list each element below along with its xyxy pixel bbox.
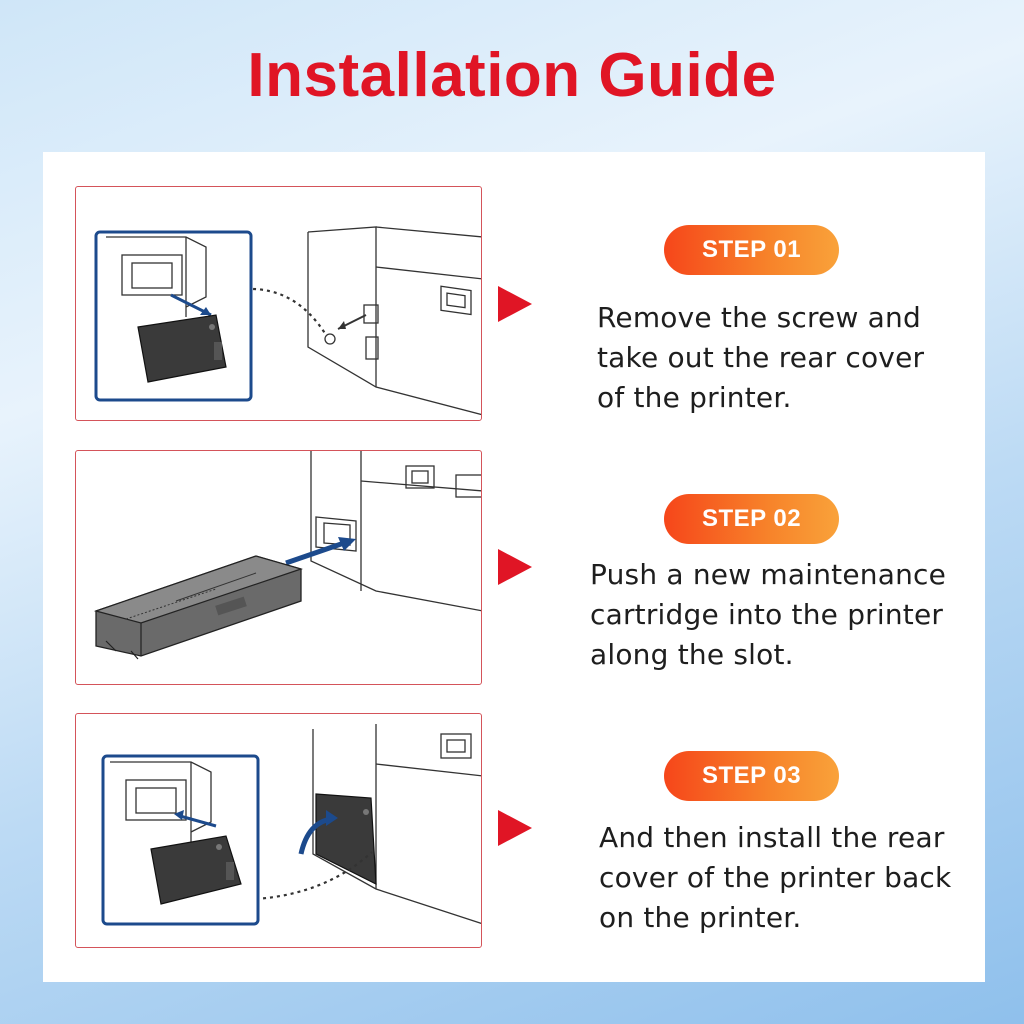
step-1-line-3: of the printer. (597, 381, 792, 414)
step-3-line-3: on the printer. (599, 901, 802, 934)
step-2-description: Push a new maintenance cartridge into th… (590, 555, 946, 675)
step-2-illustration (75, 450, 482, 685)
page-title: Installation Guide (247, 41, 777, 110)
step-1-description: Remove the screw and take out the rear c… (597, 298, 924, 418)
step-1-badge: STEP 01 (664, 225, 839, 275)
step-2-pointer-icon (498, 549, 532, 585)
step-1-line-2: take out the rear cover (597, 341, 925, 374)
step-1-line-1: Remove the screw and (597, 301, 921, 334)
step-3-description: And then install the rear cover of the p… (599, 818, 951, 938)
step-2-line-3: along the slot. (590, 638, 794, 671)
step-3-pointer-icon (498, 810, 532, 846)
step-3-badge: STEP 03 (664, 751, 839, 801)
step-3-line-1: And then install the rear (599, 821, 945, 854)
step-1-pointer-icon (498, 286, 532, 322)
step-3-line-2: cover of the printer back (599, 861, 952, 894)
step-2-line-1: Push a new maintenance (590, 558, 947, 591)
step-1-illustration (75, 186, 482, 421)
step-2-line-2: cartridge into the printer (590, 598, 944, 631)
step-3-illustration (75, 713, 482, 948)
step-2-badge: STEP 02 (664, 494, 839, 544)
